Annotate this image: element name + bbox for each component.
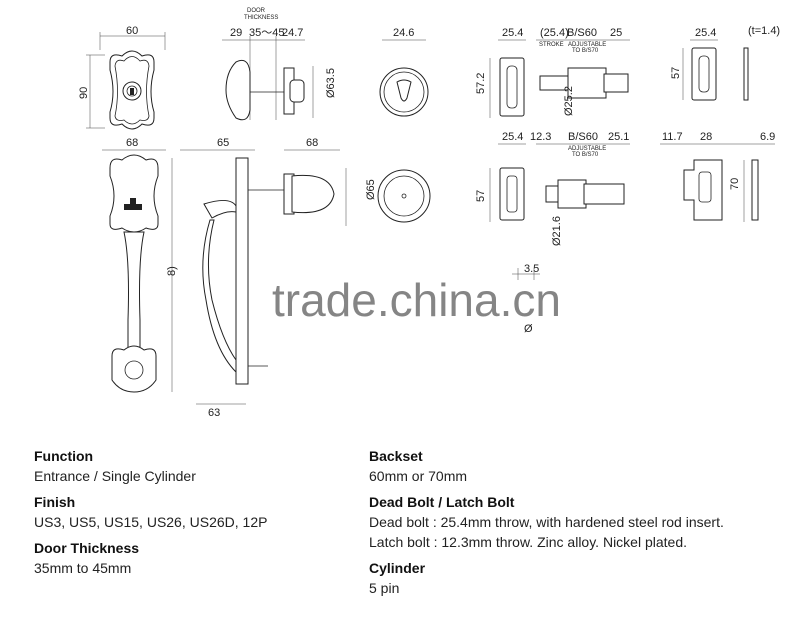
dim-latch-throw: 12.3 — [530, 131, 551, 143]
dim-knob-depth: 68 — [306, 137, 318, 149]
svg-text:TO B/S70: TO B/S70 — [572, 48, 599, 54]
technical-drawing: 60 90 DOOR THICKNESS 35〜45 29 24.7 Ø63.5… — [78, 8, 780, 419]
dim-handle-width: 68 — [126, 137, 138, 149]
spec-value: 5 pin — [369, 580, 400, 596]
dim-thumbturn-dia: Ø63.5 — [325, 68, 337, 98]
dim-rose-small: 24.6 — [393, 27, 414, 39]
svg-text:ADJUSTABLE: ADJUSTABLE — [568, 146, 606, 152]
dim-pin: 3.5 — [524, 263, 539, 275]
svg-text:ADJUSTABLE: ADJUSTABLE — [568, 42, 606, 48]
dim-deadbolt-plate-w: 25.4 — [502, 27, 523, 39]
spec-title: Cylinder — [369, 560, 426, 576]
dim-escutcheon-width: 60 — [126, 25, 138, 37]
spec-finish: Finish US3, US5, US15, US26, US26D, 12P — [34, 492, 354, 532]
dim-deadbolt-depth-a: 29 — [230, 27, 242, 39]
dim-strike-t: (t=1.4) — [748, 25, 780, 37]
dim-latch-strike-c: 6.9 — [760, 131, 775, 143]
spec-title: Backset — [369, 448, 423, 464]
latch-strike: 11.7 28 6.9 70 — [660, 131, 775, 222]
svg-text:TO B/S70: TO B/S70 — [572, 152, 599, 158]
svg-text:THICKNESS: THICKNESS — [244, 15, 278, 21]
watermark: trade.china.cn — [272, 274, 561, 326]
spec-column-right: Backset 60mm or 70mm Dead Bolt / Latch B… — [369, 446, 789, 604]
dim-escutcheon-height: 90 — [78, 87, 90, 99]
spec-column-left: Function Entrance / Single Cylinder Fini… — [34, 446, 354, 584]
pin-symbol: Ø — [524, 323, 533, 335]
dim-latch-strike-b: 28 — [700, 131, 712, 143]
spec-dead-latch-bolt: Dead Bolt / Latch Bolt Dead bolt : 25.4m… — [369, 492, 789, 552]
handle-side-view: 65 68 8) 63 Ø65 — [166, 137, 377, 419]
dim-deadbolt-right: 25 — [610, 27, 622, 39]
spec-value: 60mm or 70mm — [369, 468, 468, 484]
spec-value: Dead bolt : 25.4mm throw, with hardened … — [369, 514, 724, 530]
dim-strike-w: 25.4 — [695, 27, 716, 39]
dim-deadbolt-plate-h: 57.2 — [475, 73, 487, 94]
dim-deadbolt-stroke: (25.4) — [540, 27, 569, 39]
dim-door-thickness: 35〜45 — [249, 27, 284, 39]
spec-door-thickness: Door Thickness 35mm to 45mm — [34, 538, 354, 578]
spec-value: 35mm to 45mm — [34, 560, 132, 576]
dim-latch-strike-a: 11.7 — [662, 131, 683, 143]
dim-knob-dia: Ø65 — [365, 179, 377, 200]
deadbolt-strike: 25.4 (t=1.4) 57 — [670, 25, 780, 101]
pin-detail: 3.5 Ø — [512, 263, 540, 335]
dim-latch-backset: B/S60 — [568, 131, 598, 143]
dim-deadbolt-dia: Ø25.2 — [563, 86, 575, 116]
spec-title: Finish — [34, 494, 76, 510]
dim-latch-dia: Ø21.6 — [551, 216, 563, 246]
spec-backset: Backset 60mm or 70mm — [369, 446, 789, 486]
spec-function: Function Entrance / Single Cylinder — [34, 446, 354, 486]
dim-latch-strike-h: 70 — [729, 178, 741, 190]
dim-strike-h: 57 — [670, 67, 682, 79]
spec-cylinder: Cylinder 5 pin — [369, 558, 789, 598]
dim-deadbolt-depth-b: 24.7 — [282, 27, 303, 39]
spec-title: Dead Bolt / Latch Bolt — [369, 494, 515, 510]
spec-value: Entrance / Single Cylinder — [34, 468, 196, 484]
door-thickness-caption: DOOR — [247, 8, 266, 14]
deadbolt-escutcheon-front: 60 90 — [78, 25, 166, 130]
dim-latch-plate-w: 25.4 — [502, 131, 523, 143]
dim-handle-bottom: 63 — [208, 407, 220, 419]
spec-value: Latch bolt : 12.3mm throw. Zinc alloy. N… — [369, 534, 687, 550]
spec-title: Function — [34, 448, 94, 464]
dim-latch-right: 25.1 — [608, 131, 629, 143]
deadbolt-side-view: DOOR THICKNESS 35〜45 29 24.7 Ø63.5 — [222, 8, 337, 121]
knob-rose-front — [377, 169, 431, 223]
dim-handle-depth: 65 — [217, 137, 229, 149]
spec-title: Door Thickness — [34, 540, 140, 556]
dim-latch-plate-h: 57 — [475, 190, 487, 202]
latch-plate-latch: 25.4 12.3 B/S60 ADJUSTABLE TO B/S70 25.1… — [475, 131, 630, 246]
dim-deadbolt-backset: B/S60 — [567, 27, 597, 39]
handle-front-view: 68 — [102, 137, 166, 393]
stroke-label: STROKE — [539, 42, 564, 48]
thumbturn-rose-front: 24.6 — [379, 27, 429, 117]
dim-handle-height-partial: 8) — [166, 266, 178, 276]
spec-value: US3, US5, US15, US26, US26D, 12P — [34, 514, 268, 530]
deadbolt-plate-bolt: 25.4 57.2 (25.4) STROKE B/S60 ADJUSTABLE… — [475, 27, 630, 118]
